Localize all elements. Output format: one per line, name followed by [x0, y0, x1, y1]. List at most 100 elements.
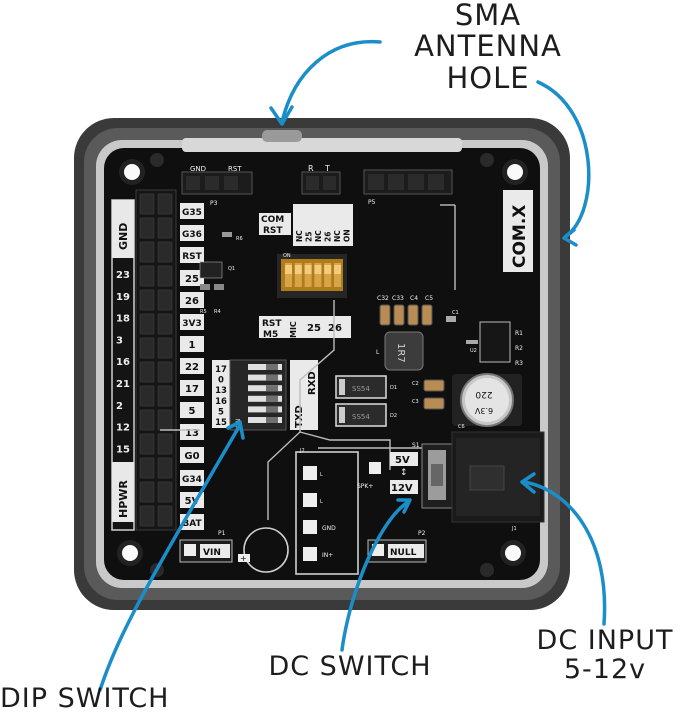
pin-label: 5V: [185, 496, 200, 507]
pin-label-box: [180, 247, 204, 263]
svg-text:220: 220: [475, 389, 492, 399]
svg-text:RST: RST: [228, 165, 242, 173]
dip-toggle-slot: [248, 395, 282, 402]
svg-text:R: R: [308, 164, 314, 173]
left-pin-number: 12: [116, 423, 130, 434]
bottom-null-connector: NULL P2: [367, 530, 427, 563]
dip-toggle: [304, 265, 312, 274]
switch-5v-label: 5V: [395, 455, 410, 466]
svg-text:P1: P1: [218, 530, 226, 537]
svg-text:P2: P2: [418, 530, 426, 537]
svg-text:NULL: NULL: [390, 548, 417, 558]
sma-antenna-hole-label: SMA ANTENNA HOLE: [388, 0, 588, 94]
svg-text:6.3V: 6.3V: [474, 406, 493, 415]
pin-label-box: [180, 424, 204, 440]
callout-arrowheads: [226, 105, 578, 514]
left-pin-header: [135, 189, 177, 531]
buzzer: +: [238, 527, 289, 573]
svg-text:SS54: SS54: [352, 385, 370, 393]
svg-text:1R7: 1R7: [395, 343, 406, 363]
pin-label-box: [180, 314, 204, 330]
svg-text:R2: R2: [515, 345, 523, 352]
bottom-vin-connector: VIN P1: [179, 530, 233, 563]
dip-number: 16: [215, 397, 227, 407]
pin-label-box: [180, 470, 204, 486]
svg-text:C5: C5: [425, 295, 433, 302]
svg-text:RXD: RXD: [307, 371, 318, 395]
svg-text:Q1: Q1: [228, 266, 235, 272]
hpwr-label: HPWR: [117, 480, 130, 518]
com-arrow-line: [536, 80, 591, 238]
pin-label: 13: [185, 428, 199, 439]
pin-label: G0: [184, 451, 199, 462]
dip-toggle: [285, 265, 292, 274]
svg-text:P5: P5: [368, 199, 376, 206]
dip-number: 5: [218, 407, 224, 417]
dip-toggle-slot: [248, 417, 282, 423]
dip-number: 15: [215, 418, 227, 428]
pcb-traces: [160, 204, 456, 520]
svg-text:C1: C1: [452, 310, 459, 316]
pin-label: 26: [185, 296, 199, 307]
dcswitch-arrow-line: [340, 500, 410, 652]
top-switch-col-label: NC: [295, 230, 304, 242]
svg-text:T: T: [324, 164, 330, 173]
left-pin-number: 19: [116, 292, 130, 303]
svg-text:MIC: MIC: [289, 321, 298, 338]
svg-text:L: L: [320, 472, 323, 478]
svg-text:U2: U2: [470, 348, 477, 354]
pin-label-box: [180, 402, 204, 418]
svg-text:C3: C3: [412, 399, 419, 405]
pin-label-box: [180, 292, 204, 308]
callout-arrows: [98, 39, 607, 692]
left-pin-number: 23: [116, 270, 130, 281]
inductor: 1R7 L: [376, 331, 424, 371]
pin-label: 3V3: [182, 319, 202, 329]
left-pin-number: 15: [116, 444, 130, 455]
left-pin-number: 16: [116, 357, 130, 368]
pin-label: 22: [185, 362, 199, 373]
dip-arrow-line: [98, 423, 242, 692]
svg-text:P3: P3: [210, 200, 218, 207]
sma-label-line-3: HOLE: [446, 60, 530, 95]
dc-switch: S1 5V ↕ 12V: [390, 442, 453, 509]
dip-toggle-slot: [248, 406, 282, 413]
svg-text:L: L: [320, 499, 323, 505]
capacitor-row: C32 C33 C4 C5 C1: [377, 295, 459, 326]
svg-text:J2: J2: [299, 448, 305, 454]
svg-text:R3: R3: [515, 360, 523, 367]
pin-label: G34: [182, 475, 202, 485]
dip-toggle: [294, 265, 302, 274]
speaker-connector: J2 L GND IN+ L SPK+: [295, 448, 381, 575]
sma-label-line-1: SMA: [454, 0, 522, 32]
pin-label: 25: [185, 274, 199, 285]
svg-text:J1: J1: [511, 526, 517, 532]
top-switch-col-label: 26: [324, 232, 333, 242]
svg-text:VIN: VIN: [203, 548, 221, 558]
board-title: COM.X: [510, 205, 530, 268]
top-switch-col-label: NC: [314, 230, 323, 242]
svg-text:26: 26: [328, 323, 342, 334]
svg-text:D1: D1: [390, 385, 397, 391]
pin-label: 5: [189, 406, 196, 417]
gnd-label: GND: [117, 223, 130, 250]
dc-input-label-line-2: 5-12v: [563, 654, 647, 686]
svg-text:S1: S1: [412, 442, 420, 449]
svg-text:SS54: SS54: [352, 413, 370, 421]
svg-text:C6: C6: [458, 424, 465, 430]
left-pin-number: 21: [116, 379, 130, 390]
left-pin-number: 18: [116, 314, 130, 325]
dip-number: 0: [218, 376, 224, 386]
pin-label: BAT: [182, 519, 202, 529]
svg-text:25: 25: [307, 323, 321, 334]
dcinput-arrow-line: [522, 480, 607, 626]
svg-text:R1: R1: [515, 330, 523, 337]
svg-text:L: L: [376, 349, 380, 356]
dc-switch-label: DC SWITCH: [268, 651, 432, 682]
pin-label-box: [180, 203, 204, 219]
svg-text:R5: R5: [200, 309, 207, 315]
